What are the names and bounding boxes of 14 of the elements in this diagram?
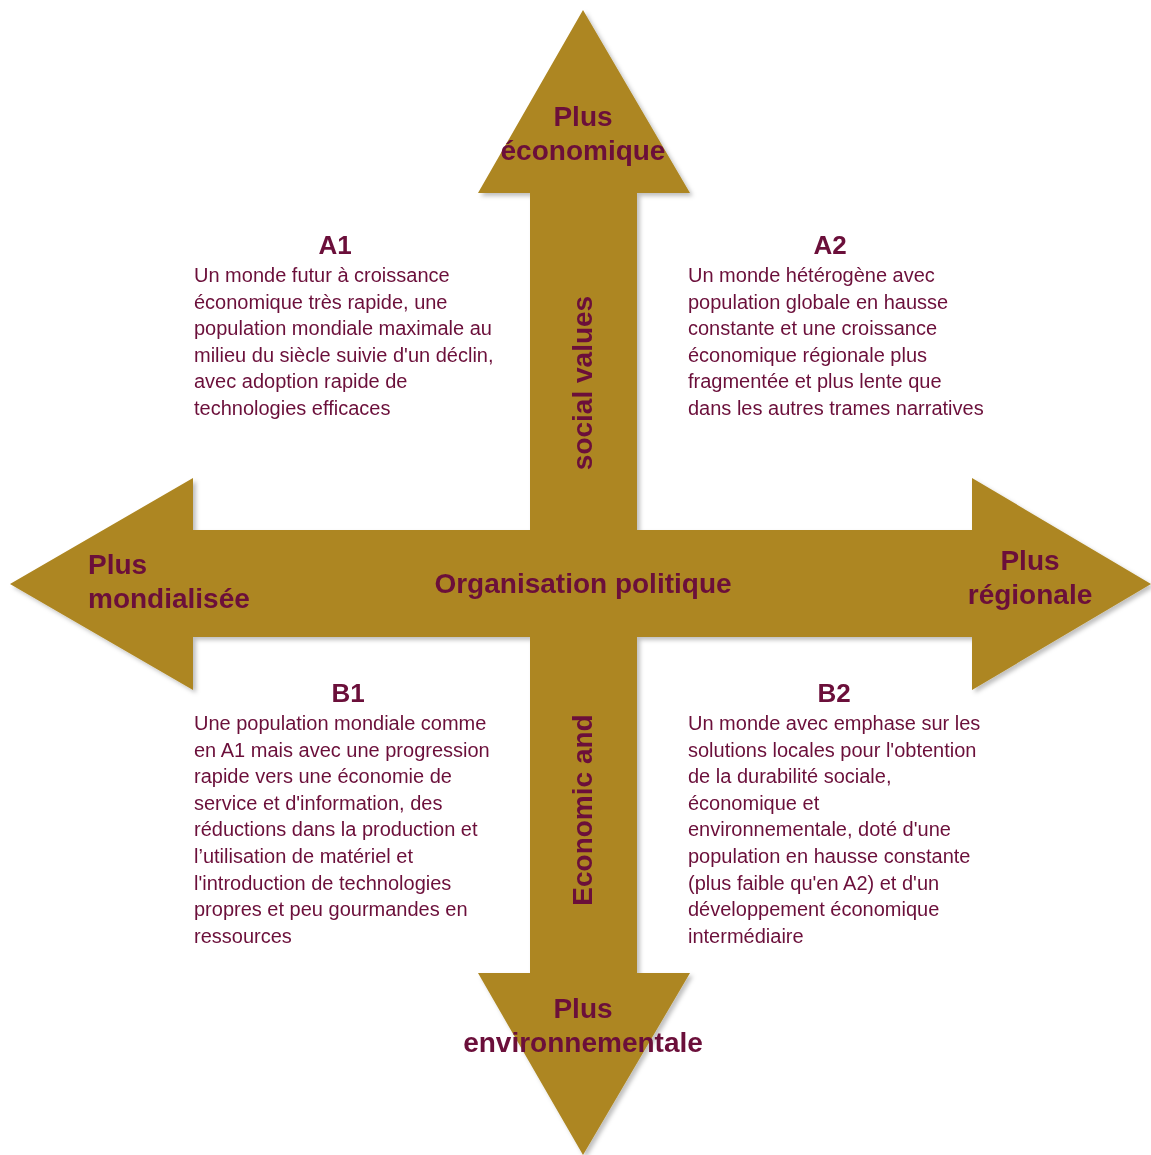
scenario-description: Une population mondiale comme en A1 mais avec une progression rapide vers une économie de service et d'information, des réductions dans la production et l’utilisation de matériel et l'introduction de technologies propres et peu gourmandes en ressources: [194, 711, 491, 949]
axis-label: Organisation politique: [434, 567, 732, 601]
axis-end-label: Plus mondialisée: [88, 548, 251, 616]
scenario-heading: A1: [317, 230, 353, 262]
scenario-heading: B2: [816, 678, 852, 710]
axis-label: social values: [566, 295, 600, 471]
axis-end-label: Plus économique: [499, 100, 667, 168]
scenario-description: Un monde avec emphase sur les solutions locales pour l'obtention de la durabilité sociale, économique et environnementale, doté d'une population en hausse constante (plus faible qu'en A2) et d'un développement économique intermédiaire: [688, 711, 982, 949]
scenario-description: Un monde futur à croissance économique très rapide, une population mondiale maximale au milieu du siècle suivie d'un déclin, avec adoption rapide de technologies efficaces: [194, 263, 494, 421]
scenario-heading: A2: [812, 230, 848, 262]
axis-end-label: Plus régionale: [966, 544, 1094, 612]
axis-label: Economic and: [566, 714, 600, 906]
scenario-heading: B1: [330, 678, 366, 710]
scenario-description: Un monde hétérogène avec population globale en hausse constante et une croissance économique régionale plus fragmentée et plus lente que dans les autres trames narratives: [688, 263, 985, 421]
